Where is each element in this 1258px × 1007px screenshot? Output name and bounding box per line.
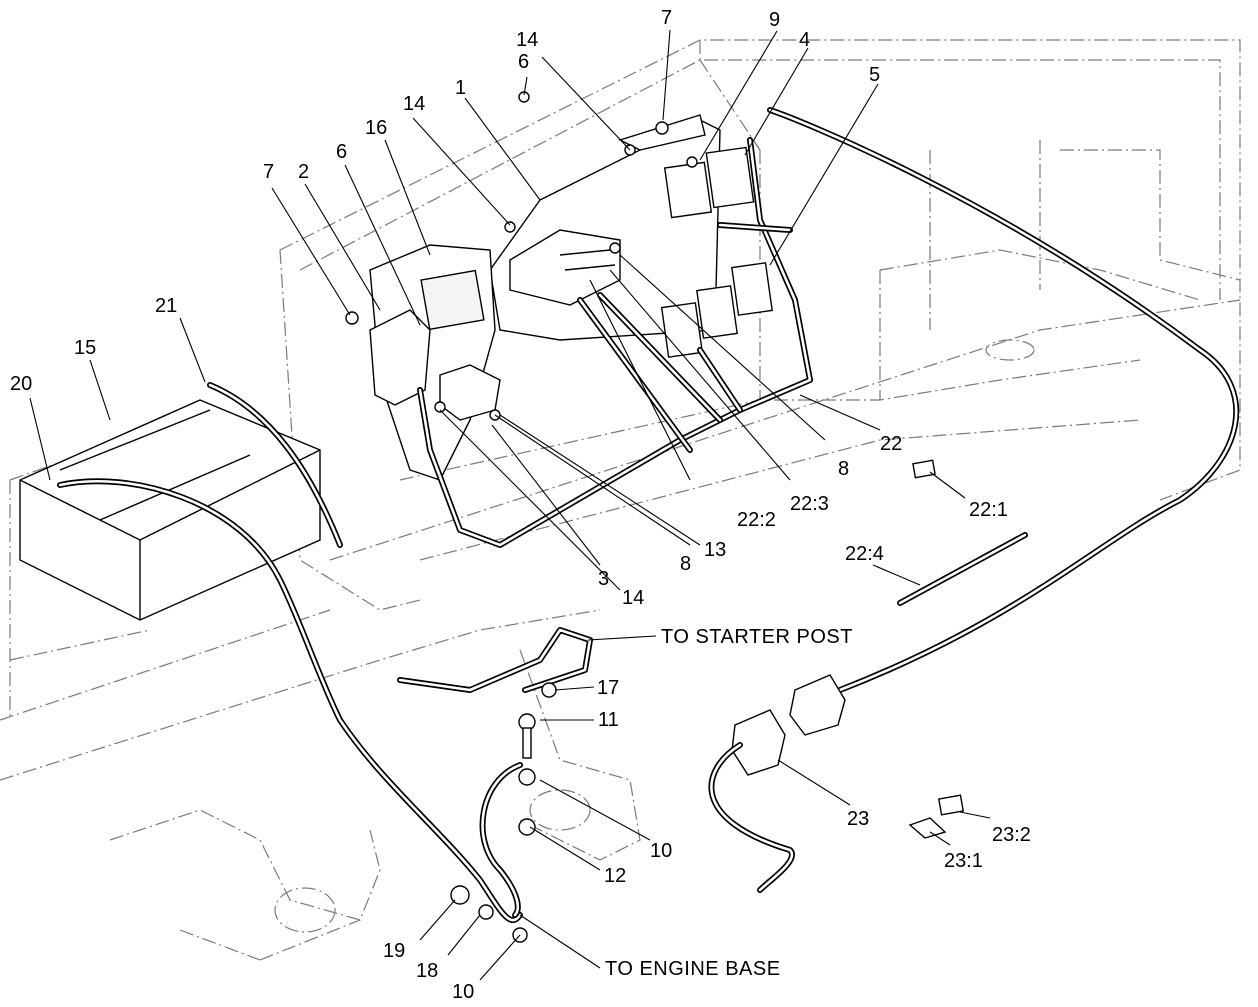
callout-3: 3 [598,568,609,590]
callout-12: 12 [604,865,626,887]
callout-13: 13 [704,539,726,561]
callout-22: 22 [880,433,902,455]
callouts: 1 2 3 4 5 6 6 7 7 8 8 9 10 10 11 12 13 1… [10,7,1031,1003]
callout-19: 19 [383,940,405,962]
callout-23-1: 23:1 [944,850,983,872]
fuse-item-22-1 [912,459,936,479]
callout-14-left: 14 [403,93,425,115]
callout-7-left: 7 [263,161,274,183]
machine-frame [0,39,1241,961]
callout-21: 21 [155,295,177,317]
callout-15: 15 [74,337,96,359]
harness-connector [708,674,846,893]
callout-23: 23 [847,808,869,830]
wire-tube-22-4 [897,532,1028,606]
callout-14-upper: 14 [516,29,538,51]
hardware [345,91,698,943]
relays [660,146,773,358]
callout-22-4: 22:4 [845,543,884,565]
leader-lines [29,29,991,981]
fuse-item-23-1 [908,817,947,839]
note-to-engine-base: TO ENGINE BASE [605,958,781,980]
wire-harness [417,107,1240,693]
callout-2: 2 [298,161,309,183]
callout-18: 18 [416,960,438,982]
callout-8-lower: 8 [680,553,691,575]
note-to-starter-post: TO STARTER POST [661,626,853,648]
callout-9: 9 [769,9,780,31]
callout-4: 4 [799,29,810,51]
callout-8-right: 8 [838,458,849,480]
callout-22-2: 22:2 [737,509,776,531]
callout-6-upper: 6 [518,51,529,73]
circuit-breaker [369,309,431,406]
callout-17: 17 [597,677,619,699]
callout-20: 20 [10,373,32,395]
callout-6-left: 6 [336,141,347,163]
callout-14-bottom: 14 [622,587,644,609]
fuse-block [509,229,621,306]
callout-5: 5 [869,64,880,86]
callout-1: 1 [455,77,466,99]
callout-11: 11 [598,709,619,731]
callout-10-bottom: 10 [452,981,474,1003]
battery-cables [57,382,593,924]
callout-7-upper: 7 [661,7,672,29]
callout-22-1: 22:1 [969,499,1008,521]
callout-16: 16 [365,117,387,139]
callout-23-2: 23:2 [992,824,1031,846]
callout-22-3: 22:3 [790,493,829,515]
fuse-item-23-2 [937,794,965,816]
callout-10-washer: 10 [650,840,672,862]
